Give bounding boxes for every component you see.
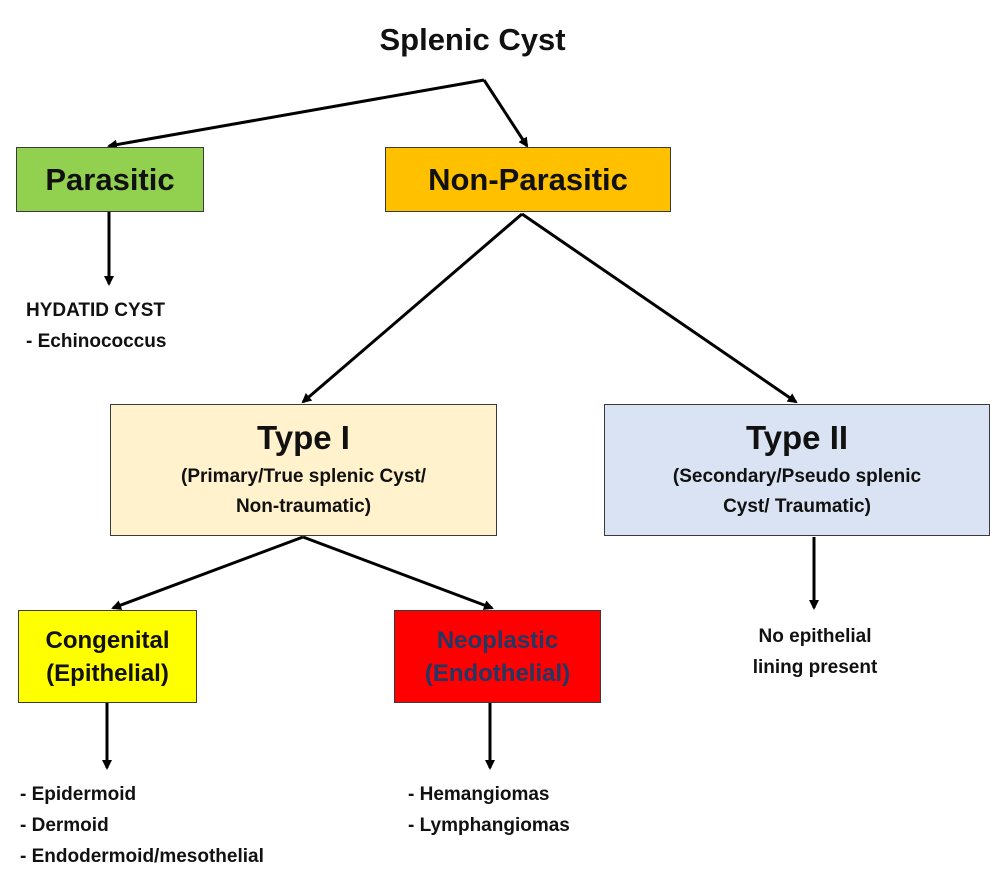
non-parasitic-node: Non-Parasitic — [385, 147, 671, 212]
type-1-description: (Primary/True splenic Cyst/ — [181, 466, 426, 487]
arrow-to-neoplastic — [302, 535, 494, 610]
neoplastic-label: Neoplastic — [436, 626, 559, 654]
parasitic-label: Parasitic — [45, 161, 175, 197]
type-2-leaf-text: No epithelial lining present — [700, 621, 930, 683]
congenital-label: Congenital — [45, 626, 170, 654]
type-2-leaf-line: lining present — [752, 657, 878, 678]
type-2-node: Type II (Secondary/Pseudo splenic Cyst/ … — [604, 404, 990, 536]
congenital-sublabel: (Epithelial) — [46, 659, 169, 687]
hydatid-line: - Echinococcus — [26, 331, 167, 352]
non-parasitic-label: Non-Parasitic — [428, 161, 628, 197]
type-2-leaf-line: No epithelial — [758, 626, 872, 647]
arrow-to-type-1 — [301, 212, 523, 404]
type-1-label: Type I — [257, 419, 350, 456]
congenital-example: - Dermoid — [20, 815, 109, 836]
congenital-example: - Epidermoid — [20, 784, 137, 805]
type-2-description: Cyst/ Traumatic) — [723, 496, 871, 517]
congenital-examples: - Epidermoid - Dermoid - Endodermoid/mes… — [20, 779, 264, 872]
neoplastic-node: Neoplastic (Endothelial) — [394, 610, 601, 703]
neoplastic-example: - Hemangiomas — [408, 784, 550, 805]
neoplastic-example: - Lymphangiomas — [408, 815, 570, 836]
hydatid-line: HYDATID CYST — [26, 300, 165, 321]
type-1-node: Type I (Primary/True splenic Cyst/ Non-t… — [110, 404, 497, 536]
neoplastic-sublabel: (Endothelial) — [424, 659, 571, 687]
hydatid-cyst-text: HYDATID CYST - Echinococcus — [26, 295, 166, 357]
arrow-to-non-parasitic — [482, 79, 529, 148]
arrow-to-type-2 — [521, 212, 798, 404]
neoplastic-examples: - Hemangiomas - Lymphangiomas — [408, 779, 570, 841]
type-2-label: Type II — [745, 419, 849, 456]
arrow-to-parasitic — [107, 78, 485, 150]
diagram-title: Splenic Cyst — [379, 22, 566, 57]
congenital-node: Congenital (Epithelial) — [18, 610, 197, 703]
type-1-description: Non-traumatic) — [235, 496, 372, 517]
type-2-description: (Secondary/Pseudo splenic — [672, 466, 922, 487]
arrow-to-congenital — [111, 535, 304, 610]
congenital-example: - Endodermoid/mesothelial — [20, 846, 264, 867]
parasitic-node: Parasitic — [16, 147, 204, 212]
